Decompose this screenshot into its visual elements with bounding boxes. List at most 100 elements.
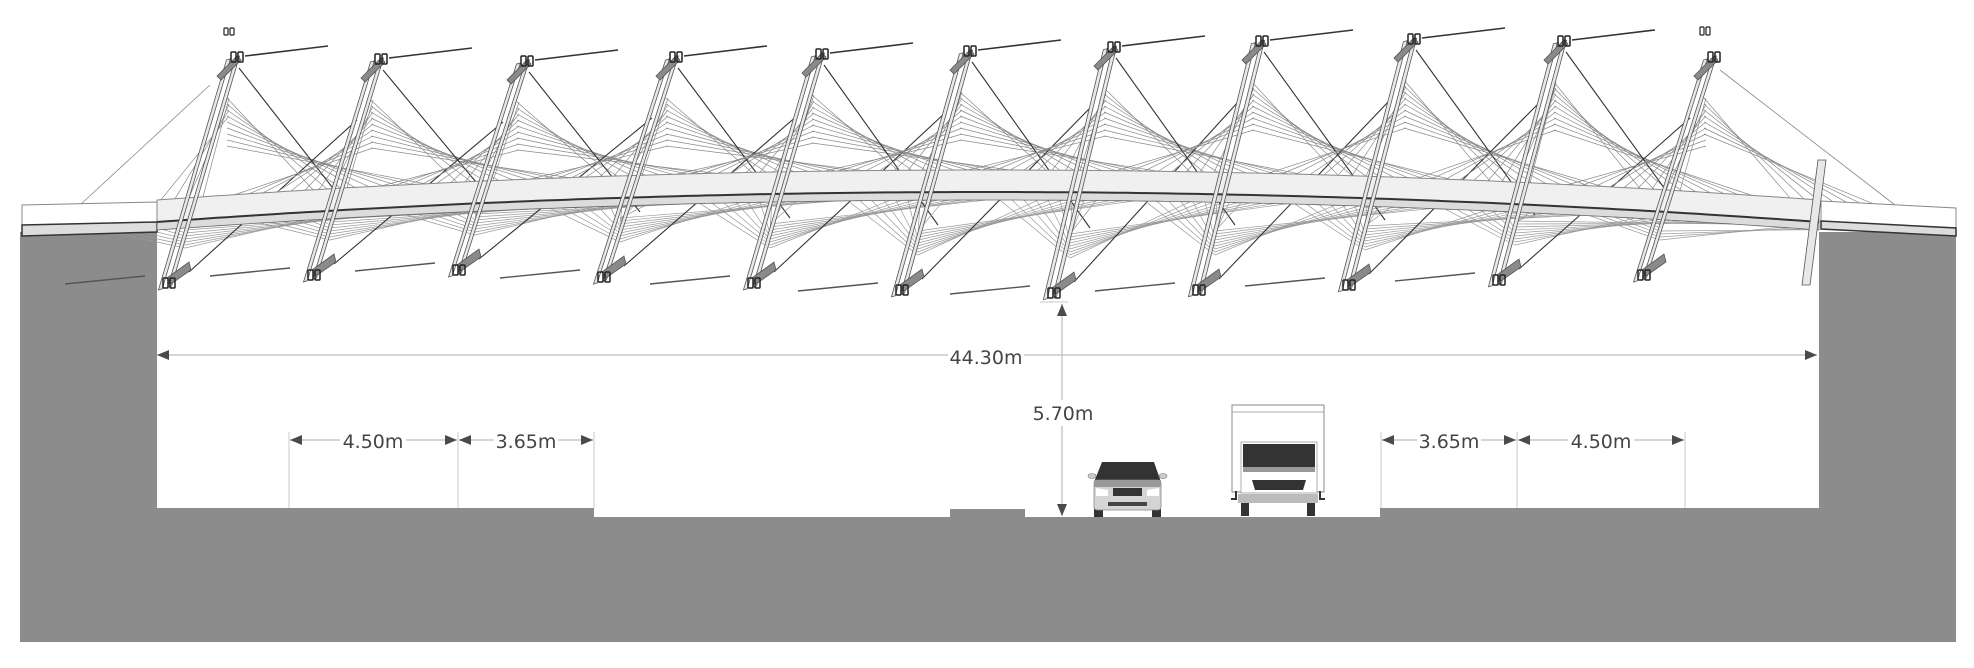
stub-cable <box>829 42 914 54</box>
cable <box>1069 203 1287 235</box>
cable <box>665 145 865 172</box>
cable <box>1069 202 1263 241</box>
cable <box>1214 208 1432 232</box>
stub-cable <box>534 49 619 61</box>
cable <box>851 127 963 172</box>
cable <box>1364 206 1392 227</box>
pylon-member <box>890 52 964 298</box>
top-anchor-clamp <box>1107 41 1114 53</box>
stub-cable <box>244 45 329 57</box>
detached-clamp <box>1699 26 1705 36</box>
cable <box>959 109 1089 171</box>
bottom-anchor-clamp <box>162 277 169 289</box>
cable <box>837 133 963 172</box>
cable <box>675 142 815 175</box>
cable <box>452 212 476 224</box>
top-anchor-clamp <box>1262 35 1269 47</box>
cable <box>370 141 556 179</box>
top-anchor-clamp <box>1564 35 1571 47</box>
top-anchor-clamp <box>1707 51 1714 63</box>
stub-cable <box>1121 35 1206 47</box>
cable <box>370 123 514 181</box>
pylon <box>1187 35 1269 298</box>
pylons <box>157 26 1827 301</box>
cable <box>1318 204 1366 245</box>
cable <box>619 201 765 237</box>
pylon <box>1487 35 1571 288</box>
top-anchor-clamp <box>374 53 381 65</box>
stub-cable <box>64 275 146 285</box>
cable <box>1171 105 1255 172</box>
cable <box>1459 111 1557 180</box>
cable <box>370 129 528 180</box>
cable <box>516 119 646 176</box>
cable <box>1251 93 1367 177</box>
stub-cable <box>1394 272 1476 282</box>
cable <box>160 115 230 200</box>
cable <box>1251 87 1353 177</box>
right-lane-dimension-label: 3.65m <box>1419 431 1480 453</box>
cable <box>959 97 1061 171</box>
detached-clamp <box>229 27 235 36</box>
cable <box>1659 226 1781 241</box>
cable <box>1069 200 1097 235</box>
bottom-anchor-clamp <box>1349 279 1356 291</box>
cable <box>959 121 1117 172</box>
cable <box>1403 127 1603 187</box>
bottom-anchor-clamp <box>597 271 604 283</box>
cable <box>1364 213 1546 236</box>
cable <box>1103 135 1303 175</box>
cable <box>1168 201 1216 250</box>
cable <box>1069 203 1275 238</box>
cable <box>1330 204 1366 242</box>
cable <box>811 94 899 171</box>
pylon <box>1337 33 1421 293</box>
cable <box>959 139 1159 172</box>
top-anchor-clamp <box>822 48 829 60</box>
cable <box>1214 206 1396 241</box>
cable <box>492 101 520 181</box>
cable <box>769 199 987 225</box>
pylon-member <box>742 55 816 291</box>
cable <box>1364 214 1570 230</box>
bottom-anchor-clamp <box>1492 274 1499 286</box>
cable <box>1553 81 1641 189</box>
cable <box>811 124 969 171</box>
cable <box>1625 217 1661 232</box>
deck-edge-line <box>156 191 1820 223</box>
cable <box>811 112 941 171</box>
cable <box>641 97 669 176</box>
top-anchor-clamp <box>815 48 822 60</box>
cable <box>304 117 374 191</box>
top-anchor-clamp <box>1714 51 1721 63</box>
cable <box>1192 201 1216 244</box>
cable <box>1364 214 1582 227</box>
cable <box>1364 212 1534 239</box>
bottom-anchor-clamp <box>1199 284 1206 296</box>
detached-clamp <box>1705 26 1711 36</box>
cable <box>549 208 621 243</box>
end-cable <box>1719 69 1896 206</box>
cable <box>1185 99 1255 172</box>
stub-cable <box>683 45 768 57</box>
cable <box>1251 129 1451 180</box>
cable <box>1514 212 1542 222</box>
bottom-anchor-clamp <box>169 277 176 289</box>
pylon-member <box>592 58 670 285</box>
car-front-view <box>1087 462 1168 517</box>
cable <box>307 219 331 229</box>
cable <box>1553 129 1753 196</box>
bottom-anchor-clamp <box>459 264 466 276</box>
cable <box>1637 218 1661 229</box>
top-anchor-clamp <box>1114 41 1121 53</box>
stub-cable <box>499 269 581 279</box>
cable <box>1468 209 1516 240</box>
cable <box>516 125 660 176</box>
stub-cable <box>1094 282 1176 292</box>
cable <box>665 127 823 172</box>
cable-stays <box>64 27 1896 295</box>
cable <box>1047 200 1071 247</box>
bottom-anchor-clamp <box>604 271 611 283</box>
cable <box>1180 201 1216 247</box>
cable <box>959 91 1047 171</box>
